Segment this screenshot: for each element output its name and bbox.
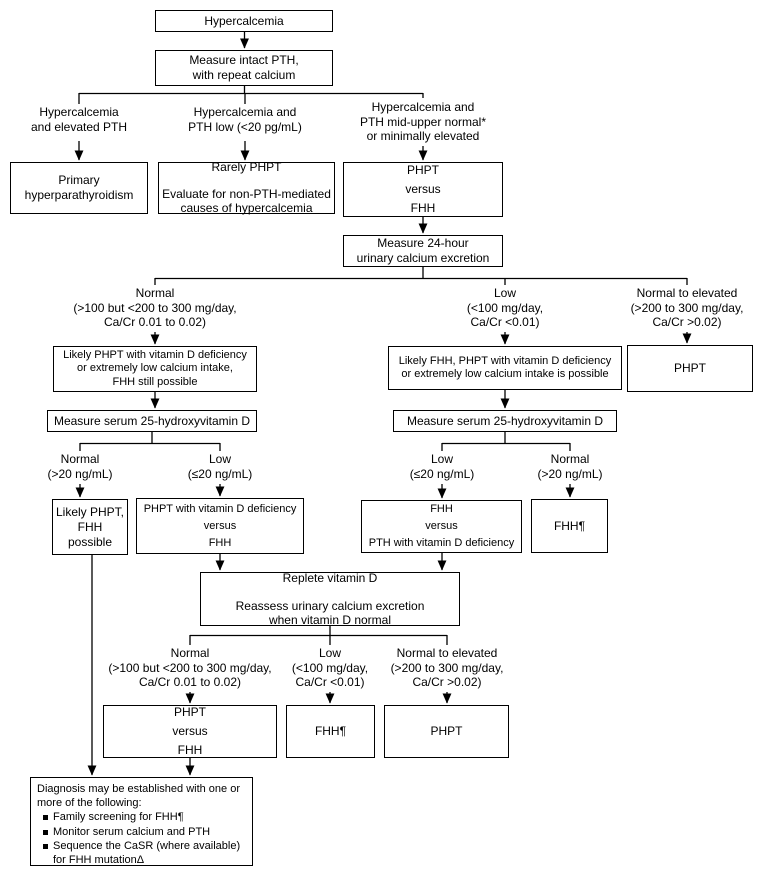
bullet-square-icon bbox=[43, 815, 48, 820]
label-hypercalcemia-elevated-pth: Hypercalcemia and elevated PTH bbox=[30, 105, 128, 134]
label-hypercalcemia-pth-mid-upper: Hypercalcemia and PTH mid-upper normal* … bbox=[359, 100, 487, 143]
node-replete-vitamin-d: Replete vitamin D Reassess urinary calci… bbox=[200, 571, 460, 627]
diagnosis-bullet-text: Sequence the CaSR (where available) for … bbox=[53, 840, 241, 866]
node-phpt-bottom: PHPT bbox=[384, 705, 509, 758]
node-phpt-versus-fhh-bottom: PHPT versus FHH bbox=[103, 705, 277, 758]
label-urine-low-2: Low (<100 mg/day, Ca/Cr <0.01) bbox=[291, 646, 369, 689]
label-urine-normal-1: Normal (>100 but <200 to 300 mg/day, Ca/… bbox=[73, 286, 237, 329]
node-likely-phpt-vitd-deficiency: Likely PHPT with vitamin D deficiency or… bbox=[53, 346, 257, 392]
node-likely-phpt-fhh-possible: Likely PHPT, FHH possible bbox=[52, 499, 128, 555]
node-phpt-vitd-versus-fhh: PHPT with vitamin D deficiency versus FH… bbox=[136, 498, 304, 554]
diagnosis-bullet-text: Family screening for FHH¶ bbox=[53, 811, 184, 823]
bullet-square-icon bbox=[43, 844, 48, 849]
node-measure-25-hydroxyvitamin-d-left: Measure serum 25-hydroxyvitamin D bbox=[47, 410, 257, 432]
label-urine-normal-elevated-1: Normal to elevated (>200 to 300 mg/day, … bbox=[630, 286, 744, 329]
bullet-square-icon bbox=[43, 829, 48, 835]
diagnosis-bullet-family-screening: Family screening for FHH¶ bbox=[37, 811, 246, 825]
label-urine-normal-2: Normal (>100 but <200 to 300 mg/day, Ca/… bbox=[108, 646, 272, 689]
node-hypercalcemia: Hypercalcemia bbox=[155, 10, 333, 32]
node-fhh-versus-pth-vitd: FHH versus PTH with vitamin D deficiency bbox=[361, 500, 522, 553]
node-measure-25-hydroxyvitamin-d-right: Measure serum 25-hydroxyvitamin D bbox=[393, 410, 617, 432]
node-fhh-bottom: FHH¶ bbox=[286, 705, 375, 758]
node-phpt-versus-fhh-top: PHPT versus FHH bbox=[343, 162, 503, 217]
label-urine-low-1: Low (<100 mg/day, Ca/Cr <0.01) bbox=[466, 286, 544, 329]
label-vitd-low-left: Low (≤20 ng/mL) bbox=[187, 452, 253, 481]
node-phpt-right: PHPT bbox=[627, 345, 753, 392]
diagnosis-bullet-sequence-casr: Sequence the CaSR (where available) for … bbox=[37, 840, 246, 867]
node-measure-intact-pth: Measure intact PTH, with repeat calcium bbox=[155, 50, 333, 86]
diagnosis-bullet-monitor-calcium: Monitor serum calcium and PTH bbox=[37, 826, 246, 840]
label-hypercalcemia-pth-low: Hypercalcemia and PTH low (<20 pg/mL) bbox=[188, 105, 302, 134]
label-vitd-normal-left: Normal (>20 ng/mL) bbox=[47, 452, 113, 481]
node-measure-24h-urinary-calcium: Measure 24-hour urinary calcium excretio… bbox=[343, 235, 503, 267]
diagnosis-title: Diagnosis may be established with one or… bbox=[37, 783, 241, 809]
label-vitd-normal-right: Normal (>20 ng/mL) bbox=[537, 452, 603, 481]
node-primary-hyperparathyroidism: Primary hyperparathyroidism bbox=[10, 162, 148, 214]
node-likely-fhh-phpt-vitd: Likely FHH, PHPT with vitamin D deficien… bbox=[388, 346, 622, 390]
node-rarely-phpt: Rarely PHPT Evaluate for non-PTH-mediate… bbox=[158, 160, 335, 214]
label-urine-normal-elevated-2: Normal to elevated (>200 to 300 mg/day, … bbox=[390, 646, 504, 689]
diagnosis-bullet-text: Monitor serum calcium and PTH bbox=[53, 825, 211, 838]
node-diagnosis-established: Diagnosis may be established with one or… bbox=[30, 777, 253, 866]
node-fhh-right: FHH¶ bbox=[531, 499, 608, 553]
label-vitd-low-right: Low (≤20 ng/mL) bbox=[409, 452, 475, 481]
